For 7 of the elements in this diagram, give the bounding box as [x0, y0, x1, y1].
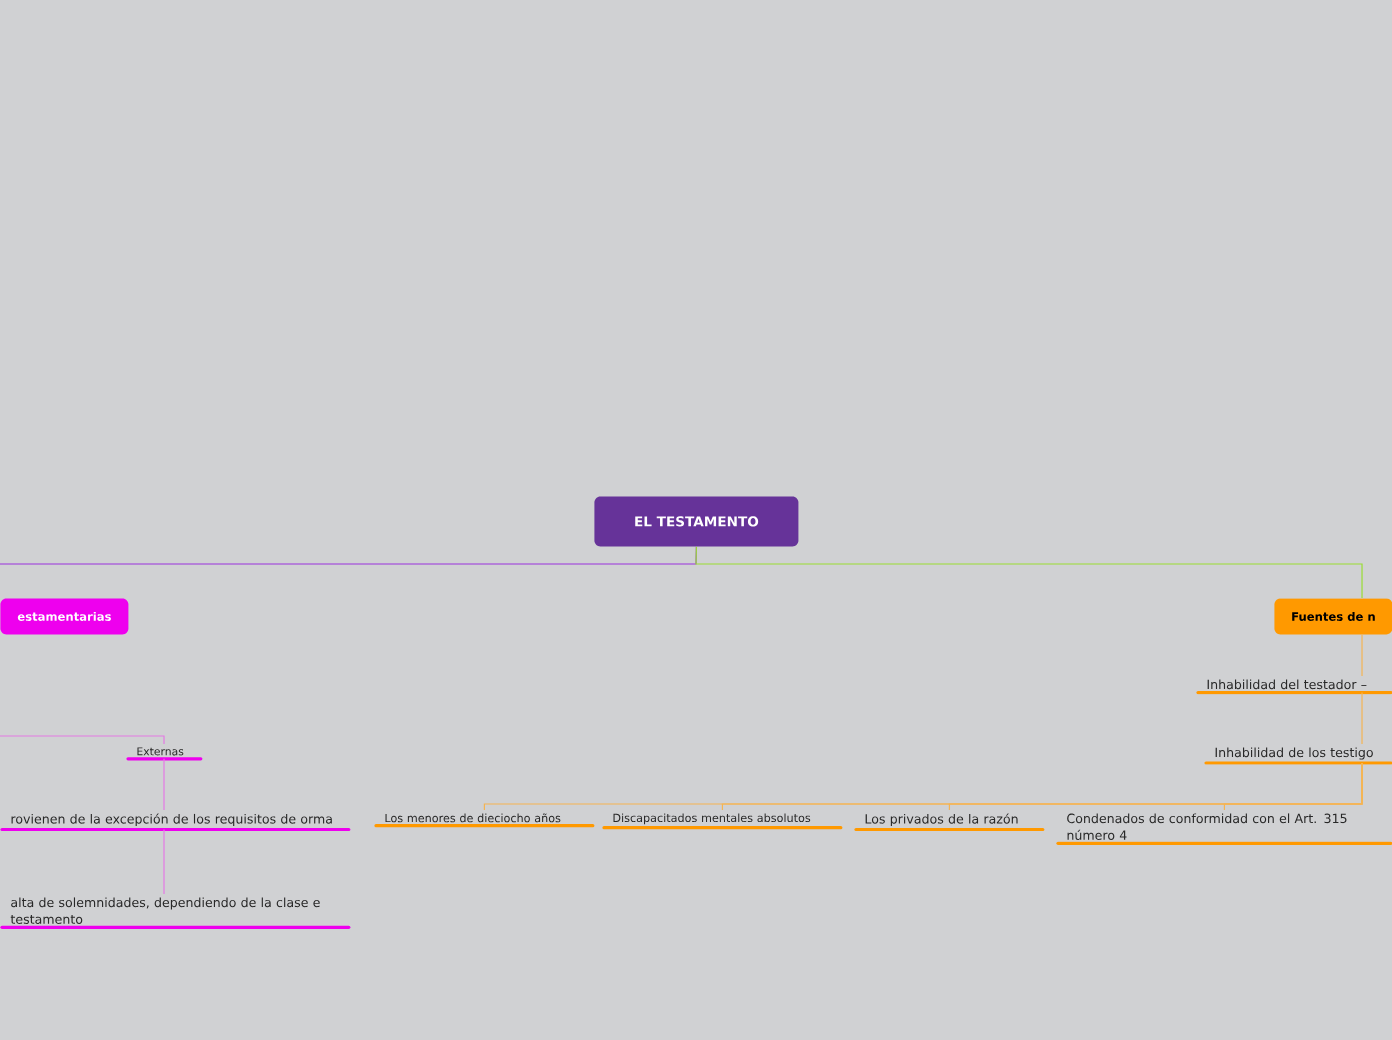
connector-line: [1361, 634, 1363, 677]
connector-line: [695, 546, 1363, 599]
connector-line: [163, 828, 165, 895]
connector-line: [0, 735, 165, 745]
connector-line: [163, 758, 165, 811]
connector-line: [1361, 691, 1363, 745]
connector-line: [1223, 762, 1363, 811]
